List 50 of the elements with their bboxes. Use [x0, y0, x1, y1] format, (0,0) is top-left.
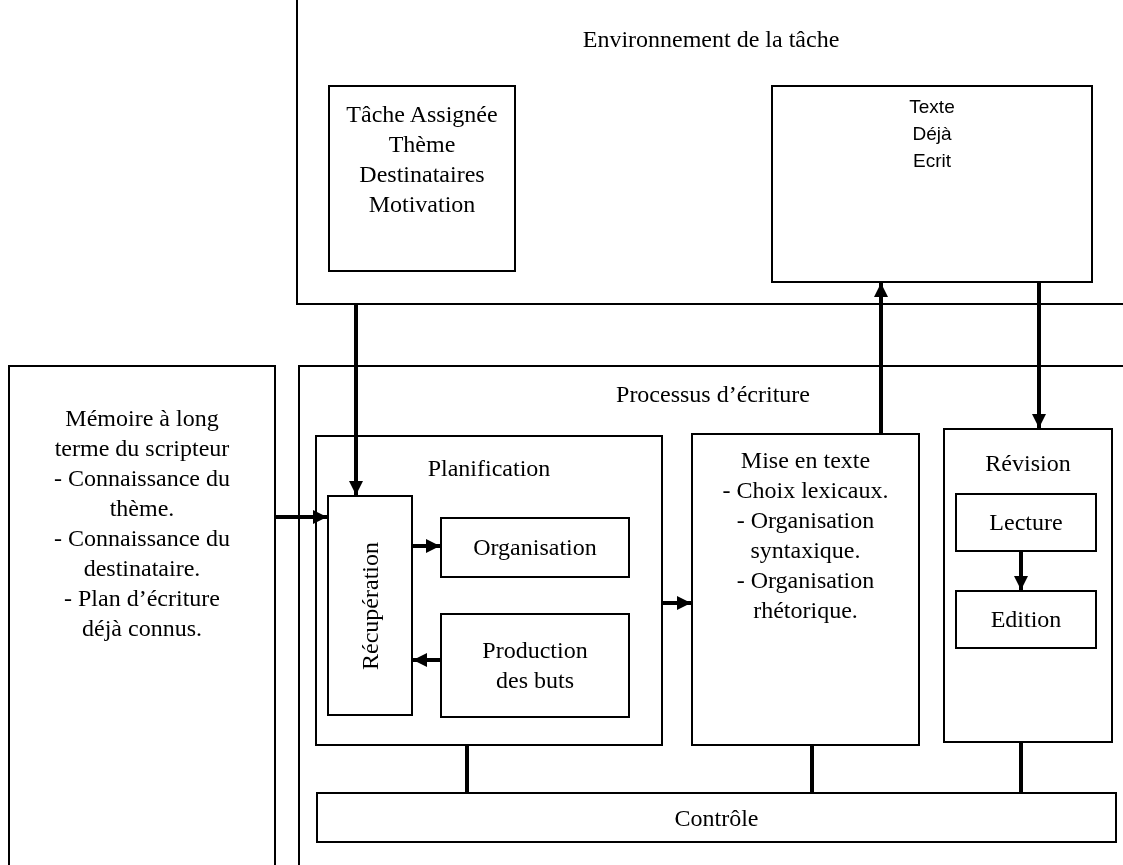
node-title: Edition	[989, 605, 1063, 634]
arrow	[663, 596, 691, 610]
control-box	[316, 792, 1117, 843]
process-box	[440, 613, 630, 718]
node-title: Tâche Assignée	[345, 100, 499, 129]
connector-line	[465, 746, 469, 792]
arrow	[1014, 552, 1028, 590]
arrow	[874, 283, 888, 433]
node-text: Thème	[387, 130, 457, 159]
node-text: Motivation	[367, 190, 477, 219]
node-title: Lecture	[988, 508, 1064, 537]
node-title: Contrôle	[673, 804, 760, 833]
connector-line	[1019, 743, 1023, 792]
planning-box	[315, 435, 663, 746]
node-title: Production des buts	[481, 636, 589, 695]
arrow	[349, 305, 363, 495]
node-title: Mise en texte	[739, 446, 872, 475]
node-text: - Organisation rhétorique.	[735, 566, 876, 625]
node-text: Ecrit	[912, 149, 952, 173]
process-box	[955, 590, 1097, 649]
memory-box	[8, 365, 276, 865]
node-title: Planification	[426, 454, 552, 483]
revision-box	[943, 428, 1113, 743]
node-title: Texte	[908, 95, 956, 119]
task-box	[328, 85, 516, 272]
retrieval-box	[327, 495, 413, 716]
text-box	[771, 85, 1093, 283]
node-title: Récupération	[356, 541, 384, 670]
node-text: - Plan d’écriture déjà connus.	[63, 584, 221, 643]
node-text: Déjà	[911, 122, 953, 146]
node-title: Révision	[984, 449, 1072, 478]
environment-panel	[296, 0, 1123, 305]
process-box	[955, 493, 1097, 552]
node-text: - Connaissance du thème.	[53, 464, 231, 523]
node-title: Organisation	[472, 533, 598, 562]
translation-box	[691, 433, 920, 746]
arrow	[413, 539, 440, 553]
node-title: Mémoire à long terme du scripteur	[53, 404, 231, 463]
arrow	[1032, 283, 1046, 428]
node-text: - Organisation syntaxique.	[735, 506, 876, 565]
arrow	[413, 653, 440, 667]
node-text: - Connaissance du destinataire.	[53, 524, 231, 583]
process-box	[440, 517, 630, 578]
node-text: - Choix lexicaux.	[721, 476, 890, 505]
node-title: Environnement de la tâche	[581, 25, 841, 54]
process-panel	[298, 365, 1123, 865]
node-text: Destinataires	[358, 160, 486, 189]
connector-line	[810, 746, 814, 792]
arrow	[276, 510, 327, 524]
node-title: Processus d’écriture	[615, 380, 811, 409]
